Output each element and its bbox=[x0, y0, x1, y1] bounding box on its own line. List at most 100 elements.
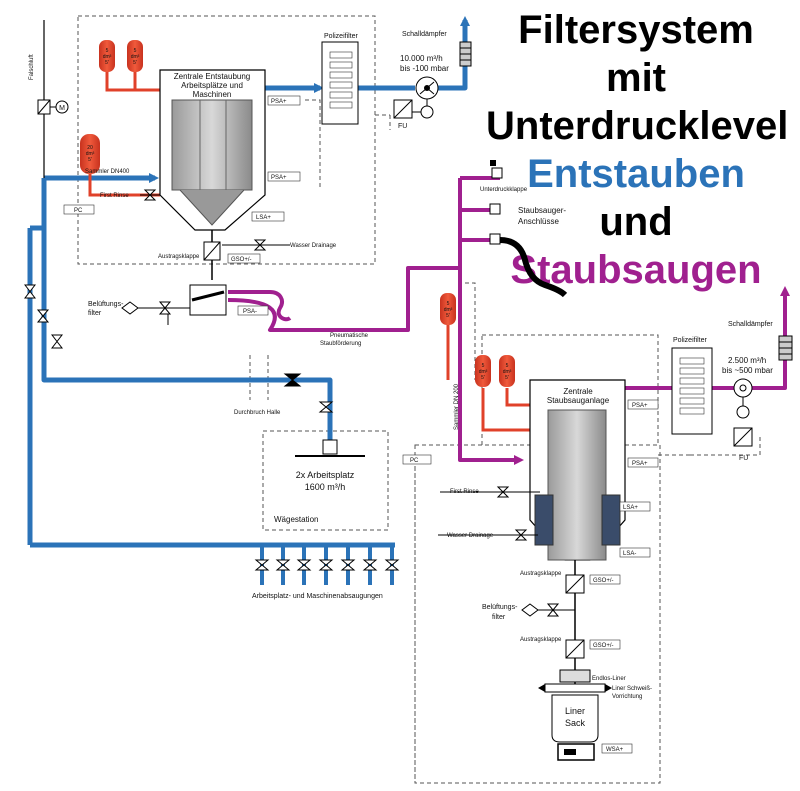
title-line-2: Unterdrucklevel bbox=[486, 104, 789, 148]
svg-text:5': 5' bbox=[88, 157, 92, 163]
svg-text:GSO+/-: GSO+/- bbox=[593, 643, 614, 649]
label-waegestation: Wägestation bbox=[274, 515, 318, 524]
svg-text:Belüftungs-: Belüftungs- bbox=[88, 301, 124, 308]
vessel-5: 5 dm³ 5' bbox=[499, 355, 515, 387]
svg-text:Endlos-Liner: Endlos-Liner bbox=[592, 676, 626, 682]
unit-entstaubung: Zentrale Entstaubung Arbeitsplätze und M… bbox=[159, 69, 266, 280]
svg-text:dm³: dm³ bbox=[444, 307, 453, 313]
svg-text:PSA+: PSA+ bbox=[271, 99, 287, 105]
label-wasser-drainage-2: Wasser Drainage bbox=[447, 533, 494, 539]
vessel-3: 5 dm³ 5' bbox=[440, 293, 456, 325]
silencer-1: Schalldämpfer bbox=[402, 31, 472, 67]
manifold-valves bbox=[254, 559, 400, 571]
svg-text:LSA+: LSA+ bbox=[623, 505, 638, 511]
svg-text:5': 5' bbox=[481, 375, 485, 381]
svg-text:PSA+: PSA+ bbox=[632, 403, 648, 409]
label-pneumatic-1: Pneumatische bbox=[330, 333, 369, 339]
svg-text:Austragsklappe: Austragsklappe bbox=[520, 637, 562, 643]
label-absaugungen: Arbeitsplatz- und Maschinenabsaugungen bbox=[252, 593, 383, 600]
svg-text:2.500 m³/h: 2.500 m³/h bbox=[728, 356, 766, 365]
svg-text:5': 5' bbox=[446, 313, 450, 319]
svg-text:PSA-: PSA- bbox=[243, 309, 257, 315]
svg-text:WSA+: WSA+ bbox=[606, 747, 624, 753]
pressure-vessels: 5 dm³ 5' 5 dm³ 5' 20 dm³ 5' 5 dm³ 5' 5 d… bbox=[80, 40, 515, 387]
svg-text:10.000 m³/h: 10.000 m³/h bbox=[400, 54, 443, 63]
svg-text:bis -100 mbar: bis -100 mbar bbox=[400, 64, 449, 73]
label-sammler-dn400: Sammler DN400 bbox=[85, 169, 130, 175]
svg-text:Polizeifilter: Polizeifilter bbox=[673, 337, 708, 344]
svg-text:Sack: Sack bbox=[565, 718, 586, 728]
title-entstauben: Entstauben bbox=[527, 152, 745, 196]
purple-pipes bbox=[227, 176, 785, 465]
svg-text:Liner: Liner bbox=[565, 706, 585, 716]
svg-text:5': 5' bbox=[505, 375, 509, 381]
svg-text:dm³: dm³ bbox=[103, 54, 112, 60]
vessel-1: 5 dm³ 5' bbox=[99, 40, 115, 72]
svg-text:5: 5 bbox=[106, 48, 109, 54]
blue-pipes bbox=[27, 16, 470, 548]
svg-text:Schalldämpfer: Schalldämpfer bbox=[728, 321, 773, 328]
title-line-1: Filtersystem mit bbox=[518, 8, 754, 100]
label-arbeitsplatz-1: 2x Arbeitsplatz bbox=[296, 470, 355, 480]
svg-text:Falschluft: Falschluft bbox=[29, 54, 35, 80]
falschluft-assembly: Falschluft M bbox=[29, 20, 69, 178]
sensor-line-pc bbox=[414, 459, 430, 783]
pipe-left-drop bbox=[41, 178, 333, 400]
svg-text:LSA+: LSA+ bbox=[256, 215, 271, 221]
svg-text:Anschlüsse: Anschlüsse bbox=[518, 217, 559, 226]
svg-text:Maschinen: Maschinen bbox=[193, 90, 232, 99]
unterdruck-area: Unterdruckklappe Staubsauger- Anschlüsse bbox=[480, 160, 566, 245]
sensors-unit-1: PSA+ PSA+ LSA+ GSO+/- PSA- PC bbox=[63, 95, 301, 316]
svg-text:LSA-: LSA- bbox=[623, 551, 636, 557]
label-wasser-drainage-1: Wasser Drainage bbox=[290, 243, 337, 249]
svg-text:5': 5' bbox=[133, 60, 137, 66]
title-und: und bbox=[599, 200, 673, 244]
svg-text:M: M bbox=[59, 105, 65, 112]
svg-text:filter: filter bbox=[492, 614, 506, 621]
sensor-line-dn200 bbox=[465, 282, 476, 380]
label-austragsklappe-1: Austragsklappe bbox=[158, 254, 200, 260]
fan-2: FU 2.500 m³/h bis ~500 mbar bbox=[722, 356, 773, 462]
pipe-main-vertical bbox=[458, 178, 524, 465]
fan-1: FU 10.000 m³/h bis -100 mbar bbox=[393, 54, 449, 130]
svg-text:Staubsauger-: Staubsauger- bbox=[518, 206, 566, 215]
title-block: Filtersystem mit Unterdrucklevel Entstau… bbox=[486, 6, 789, 294]
label-sammler-dn200: Sammler DN 200 bbox=[454, 383, 460, 430]
svg-text:Schalldämpfer: Schalldämpfer bbox=[402, 31, 447, 38]
belueftung-1: Belüftungs- filter bbox=[88, 284, 227, 325]
polizeifilter-1: Polizeifilter bbox=[321, 33, 359, 125]
label-first-rinse-1: First Rinse bbox=[100, 193, 129, 199]
unit-staubsaug: Zentrale Staubsauganlage bbox=[529, 379, 626, 561]
silencer-2: Schalldämpfer bbox=[728, 321, 793, 361]
svg-text:FU: FU bbox=[739, 455, 748, 462]
svg-text:bis ~500 mbar: bis ~500 mbar bbox=[722, 366, 773, 375]
svg-text:GSO+/-: GSO+/- bbox=[593, 578, 614, 584]
vessel-2: 5 dm³ 5' bbox=[127, 40, 143, 72]
title-line-3: Entstauben und bbox=[486, 150, 786, 246]
manifold-drops bbox=[260, 545, 394, 585]
svg-text:Liner Schweiß-: Liner Schweiß- bbox=[612, 686, 652, 692]
svg-text:PSA+: PSA+ bbox=[632, 461, 648, 467]
discharge-chain-2: Austragsklappe GSO+/- Belüftungs- filter… bbox=[482, 560, 652, 761]
svg-text:Staubsauganlage: Staubsauganlage bbox=[547, 396, 610, 405]
svg-text:Zentrale Entstaubung: Zentrale Entstaubung bbox=[174, 72, 251, 81]
svg-text:dm³: dm³ bbox=[479, 369, 488, 375]
vessel-4: 5 dm³ 5' bbox=[475, 355, 491, 387]
svg-text:5: 5 bbox=[506, 363, 509, 369]
svg-text:FU: FU bbox=[398, 123, 407, 130]
vessel-20: 20 dm³ 5' bbox=[80, 134, 100, 174]
suction-hose bbox=[499, 237, 568, 298]
svg-text:PSA+: PSA+ bbox=[271, 175, 287, 181]
svg-text:5: 5 bbox=[482, 363, 485, 369]
svg-text:5: 5 bbox=[447, 301, 450, 307]
svg-text:Zentrale: Zentrale bbox=[563, 387, 593, 396]
arbeitsplatz-valves bbox=[283, 373, 365, 457]
boundary-entstaubung bbox=[77, 15, 376, 265]
sensor-line-fu2 bbox=[658, 437, 761, 456]
svg-text:Unterdruckklappe: Unterdruckklappe bbox=[480, 187, 528, 193]
svg-text:Vorrichtung: Vorrichtung bbox=[612, 694, 642, 700]
svg-text:dm³: dm³ bbox=[131, 54, 140, 60]
svg-text:Arbeitsplätze und: Arbeitsplätze und bbox=[181, 81, 243, 90]
label-pneumatic-2: Staubförderung bbox=[320, 341, 361, 347]
